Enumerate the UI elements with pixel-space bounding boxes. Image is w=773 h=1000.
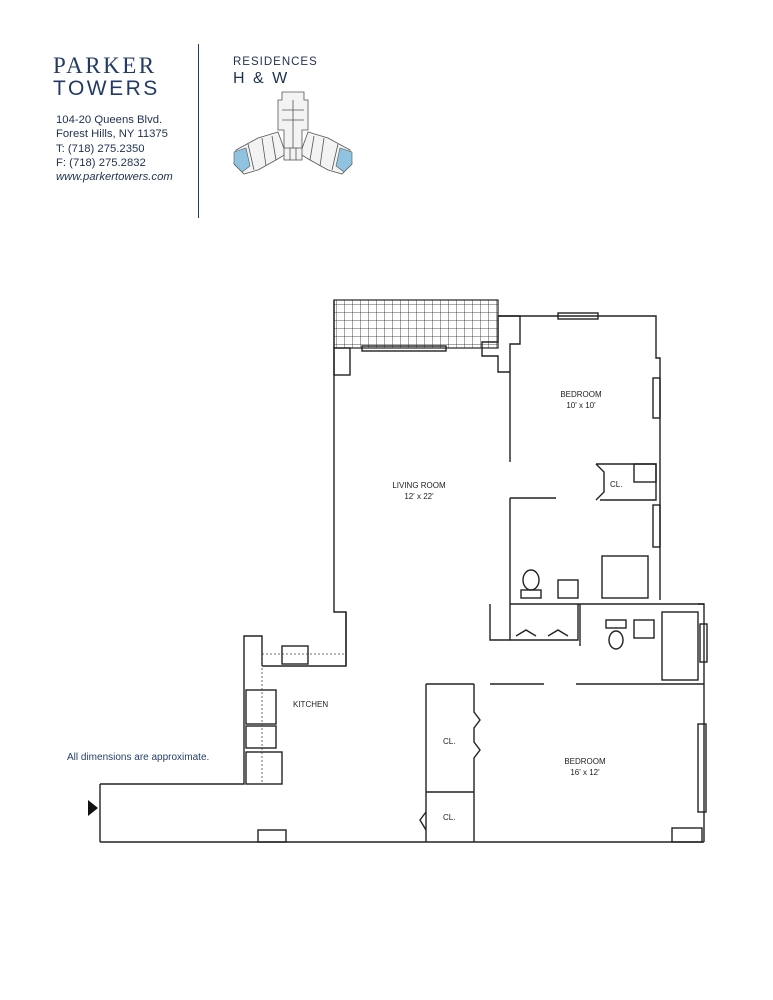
header-divider <box>198 44 199 218</box>
balcony-tiles <box>333 299 499 349</box>
closet2-label: CL. <box>443 737 456 746</box>
building-key-plan <box>233 91 353 175</box>
walls <box>99 300 708 843</box>
living-room-label: LIVING ROOM 12' x 22' <box>385 480 453 502</box>
contact-block: 104-20 Queens Blvd. Forest Hills, NY 113… <box>56 113 173 184</box>
residences-label: RESIDENCES <box>233 56 318 68</box>
bedroom2-name: BEDROOM <box>564 757 606 766</box>
brand-logo: PARKER TOWERS <box>53 54 160 99</box>
brand-name-line1: PARKER <box>53 53 157 78</box>
closet3-label: CL. <box>443 813 456 822</box>
living-room-name: LIVING ROOM <box>392 481 446 490</box>
address-line1: 104-20 Queens Blvd. <box>56 114 163 126</box>
highlighted-unit-h <box>233 147 251 173</box>
bedroom1-name: BEDROOM <box>560 390 602 399</box>
bedroom1-label: BEDROOM 10' x 10' <box>556 389 606 411</box>
brand-name-line2: TOWERS <box>53 77 160 100</box>
bedroom1-size: 10' x 10' <box>566 401 596 410</box>
entry-arrow-icon <box>88 800 98 816</box>
address-line2: Forest Hills, NY 11375 <box>56 128 168 141</box>
residences-units: H & W <box>233 70 290 87</box>
bedroom2-size: 16' x 12' <box>570 768 600 777</box>
dimensions-note: All dimensions are approximate. <box>67 752 210 763</box>
phone-number: T: (718) 275.2350 <box>56 142 145 155</box>
bedroom2-label: BEDROOM 16' x 12' <box>560 756 610 778</box>
kitchen-counter-outline <box>261 653 344 784</box>
kitchen-label: KITCHEN <box>293 700 329 709</box>
fax-number: F: (718) 275.2832 <box>56 156 146 169</box>
living-room-size: 12' x 22' <box>404 492 434 501</box>
website-link[interactable]: www.parkertowers.com <box>56 171 173 184</box>
closet1-label: CL. <box>610 480 623 489</box>
highlighted-unit-w <box>335 147 353 173</box>
